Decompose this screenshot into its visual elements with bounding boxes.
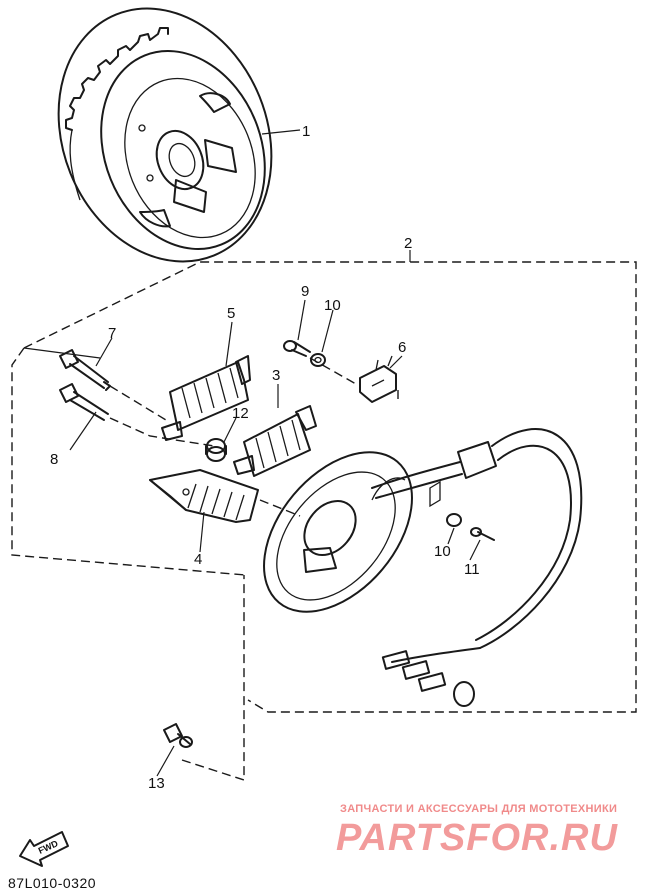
label-part-13: 13 xyxy=(148,775,165,792)
fwd-label: FWD xyxy=(37,838,60,856)
washer-part-10 xyxy=(310,353,326,367)
label-part-8: 8 xyxy=(50,451,58,468)
label-part-6: 6 xyxy=(398,339,406,356)
label-part-4: 4 xyxy=(194,551,202,568)
screw-part-9 xyxy=(283,340,311,357)
label-part-5: 5 xyxy=(227,305,235,322)
flywheel-rotor xyxy=(57,7,273,263)
label-part-12: 12 xyxy=(232,405,249,422)
label-part-7: 7 xyxy=(108,325,116,342)
wiring-harness xyxy=(371,428,583,707)
coil-part-3 xyxy=(233,405,317,477)
label-part-9: 9 xyxy=(301,283,309,300)
watermark-logo: PARTSFOR.RU xyxy=(336,817,618,859)
diagram-code: 87L010-0320 xyxy=(8,875,96,891)
label-part-11: 11 xyxy=(464,561,480,578)
watermark-caption: ЗАПЧАСТИ И АКСЕССУАРЫ ДЛЯ МОТОТЕХНИКИ xyxy=(340,803,617,815)
label-part-1: 1 xyxy=(302,123,310,140)
coil-part-4 xyxy=(149,469,259,523)
label-part-10-upper: 10 xyxy=(324,297,341,314)
part-number-labels: 1 2 5 9 10 6 7 3 12 8 4 10 11 13 xyxy=(50,123,480,792)
leader-lines xyxy=(69,129,481,777)
collar-part-12 xyxy=(205,438,227,462)
stator-base-plate xyxy=(263,451,413,613)
nut-part-10-lower xyxy=(446,513,462,527)
label-part-10-lower: 10 xyxy=(434,543,451,560)
watermark: ЗАПЧАСТИ И АКСЕССУАРЫ ДЛЯ МОТОТЕХНИКИ PA… xyxy=(336,803,618,859)
screw-part-13 xyxy=(163,723,193,748)
assembly-guides xyxy=(109,357,399,781)
bolt-part-8 xyxy=(59,383,109,421)
assembly-boundary xyxy=(23,261,637,713)
label-part-3: 3 xyxy=(272,367,280,384)
label-part-2: 2 xyxy=(404,235,412,252)
screw-part-11 xyxy=(470,527,495,541)
fwd-arrow-icon: FWD xyxy=(19,831,69,867)
coil-part-5 xyxy=(161,355,251,441)
clamp-part-6 xyxy=(359,355,397,403)
